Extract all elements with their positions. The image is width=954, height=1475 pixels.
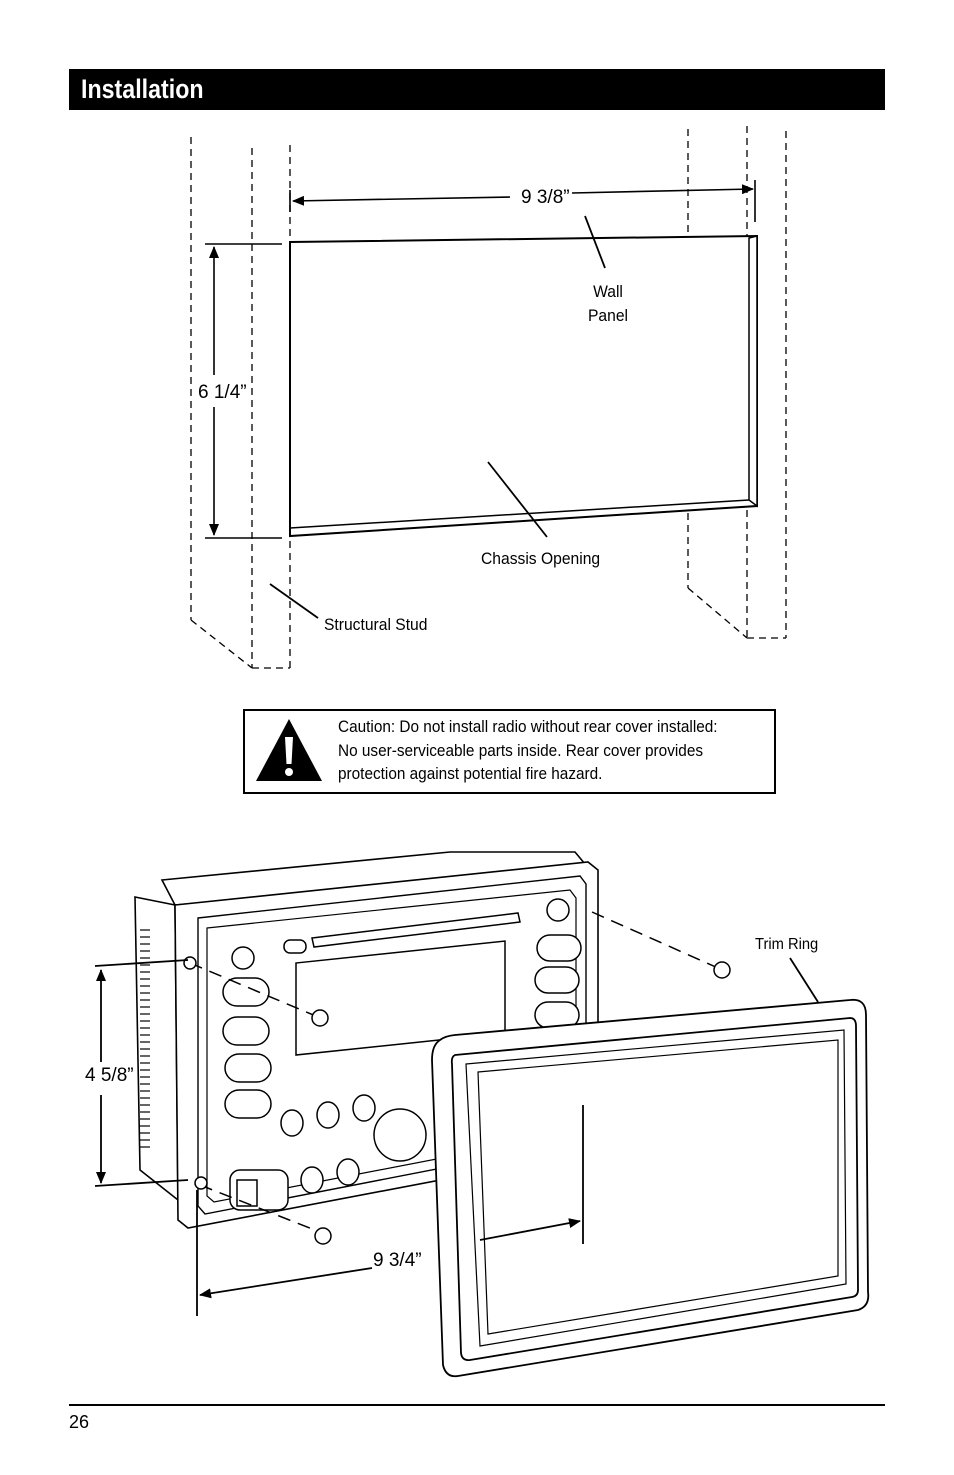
- trim-ring-label: Trim Ring: [755, 936, 819, 953]
- section-header-bar: Installation: [69, 69, 885, 110]
- radio-width-dimension-label: 9 3/4”: [373, 1250, 422, 1271]
- caution-box: Caution: Do not install radio without re…: [243, 709, 776, 794]
- width-dimension-label: 9 3/8”: [521, 187, 570, 208]
- width-dimension-line: [289, 180, 756, 222]
- mounting-screws: [183, 911, 731, 1245]
- trim-ring-shape: [431, 998, 870, 1378]
- leader-lines: [269, 215, 606, 619]
- section-title: Installation: [81, 74, 204, 104]
- radio-front-controls: [222, 898, 582, 1211]
- left-stud-dashed: [190, 137, 291, 669]
- wall-cutout-diagram: [190, 126, 787, 669]
- wall-panel-label-line1: Wall: [593, 282, 623, 301]
- chassis-opening-shape: [289, 234, 758, 538]
- radio-chassis-body: [134, 851, 599, 1229]
- footer-divider: [69, 1404, 885, 1406]
- caution-text: Caution: Do not install radio without re…: [338, 718, 718, 783]
- radio-height-dimension-label: 4 5/8”: [85, 1065, 134, 1086]
- wall-panel-label-line2: Panel: [587, 306, 628, 325]
- page-number: 26: [69, 1412, 90, 1432]
- height-dimension-line: [205, 243, 282, 539]
- warning-triangle-icon: [256, 719, 322, 781]
- chassis-opening-label: Chassis Opening: [481, 549, 601, 568]
- structural-stud-label: Structural Stud: [324, 615, 428, 634]
- height-dimension-label: 6 1/4”: [198, 382, 247, 403]
- radio-dimension-lines: [94, 957, 819, 1316]
